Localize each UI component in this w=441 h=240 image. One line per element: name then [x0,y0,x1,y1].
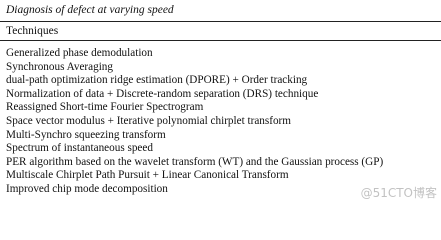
technique-row: Multiscale Chirplet Path Pursuit + Linea… [6,169,289,182]
technique-row: Reassigned Short-time Fourier Spectrogra… [6,101,204,114]
technique-row: Improved chip mode decomposition [6,182,168,195]
header-rule [0,40,441,41]
technique-list: Generalized phase demodulation Synchrono… [6,47,383,197]
technique-row: Multi-Synchro squeezing transform [6,128,166,141]
column-header-techniques: Techniques [6,25,59,37]
technique-row: Normalization of data + Discrete-random … [6,87,319,100]
top-rule [0,21,441,22]
technique-row: Generalized phase demodulation [6,47,153,59]
technique-row: Synchronous Averaging [6,60,113,73]
table: Diagnosis of defect at varying speed Tec… [0,4,441,200]
technique-row: Spectrum of instantaneous speed [6,142,153,155]
technique-row: dual-path optimization ridge estimation … [6,74,308,87]
technique-row: Space vector modulus + Iterative polynom… [6,114,291,127]
table-caption: Diagnosis of defect at varying speed [6,4,174,16]
watermark: @51CTO博客 [360,186,437,200]
technique-row: PER algorithm based on the wavelet trans… [6,155,384,168]
